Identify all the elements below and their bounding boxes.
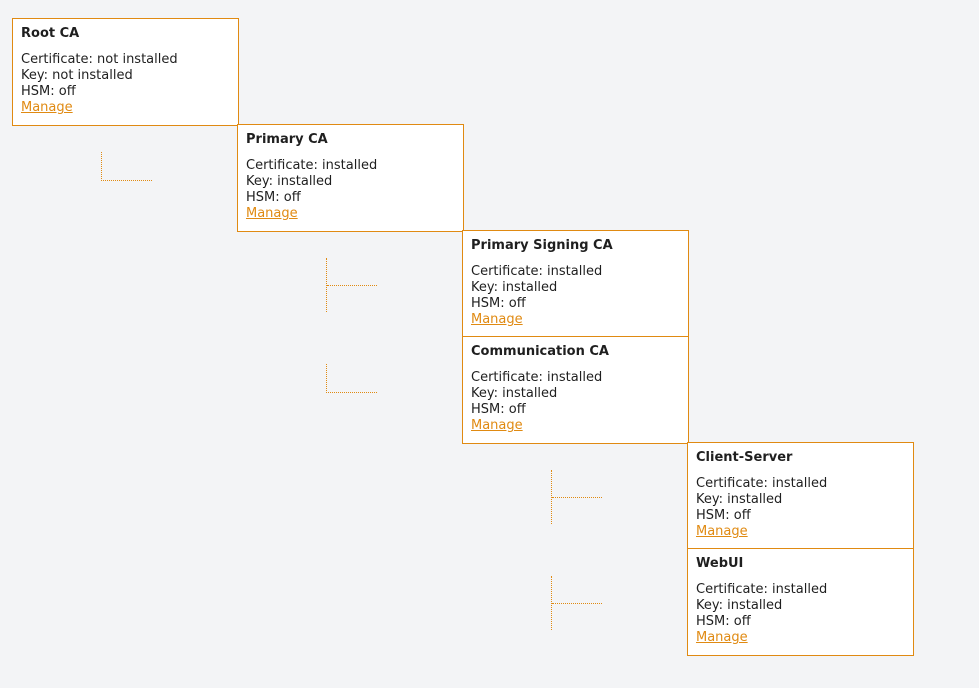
certificate-card-root-ca: Root CA Certificate: not installed Key: … <box>12 18 239 126</box>
certificate-card-communication-ca: Communication CA Certificate: installed … <box>462 336 689 444</box>
manage-link-communication-ca[interactable]: Manage <box>471 418 523 433</box>
manage-link-webui[interactable]: Manage <box>696 630 748 645</box>
key-status: Key: not installed <box>21 68 133 83</box>
tree-connector <box>101 152 152 181</box>
hsm-status: HSM: off <box>696 508 751 523</box>
manage-link-primary-ca[interactable]: Manage <box>246 206 298 221</box>
key-status: Key: installed <box>696 598 783 613</box>
key-status: Key: installed <box>471 280 558 295</box>
manage-link-root-ca[interactable]: Manage <box>21 100 73 115</box>
tree-connector <box>326 364 377 393</box>
certificate-status: Certificate: installed <box>471 264 603 279</box>
certificate-status: Certificate: installed <box>471 370 603 385</box>
certificate-title: WebUI <box>696 556 744 571</box>
hsm-status: HSM: off <box>246 190 301 205</box>
certificate-title: Communication CA <box>471 344 609 359</box>
hsm-status: HSM: off <box>471 296 526 311</box>
tree-connector <box>551 576 602 630</box>
certificate-status: Certificate: not installed <box>21 52 178 67</box>
certificate-card-webui: WebUI Certificate: installed Key: instal… <box>687 548 914 656</box>
key-status: Key: installed <box>696 492 783 507</box>
certificate-title: Primary CA <box>246 132 328 147</box>
certificate-card-primary-signing-ca: Primary Signing CA Certificate: installe… <box>462 230 689 338</box>
manage-link-client-server[interactable]: Manage <box>696 524 748 539</box>
hsm-status: HSM: off <box>471 402 526 417</box>
key-status: Key: installed <box>246 174 333 189</box>
certificate-title: Root CA <box>21 26 80 41</box>
hsm-status: HSM: off <box>21 84 76 99</box>
certificate-status: Certificate: installed <box>246 158 378 173</box>
hsm-status: HSM: off <box>696 614 751 629</box>
certificate-status: Certificate: installed <box>696 582 828 597</box>
tree-connector <box>326 258 377 312</box>
certificate-card-client-server: Client-Server Certificate: installed Key… <box>687 442 914 550</box>
certificate-title: Client-Server <box>696 450 793 465</box>
certificate-card-primary-ca: Primary CA Certificate: installed Key: i… <box>237 124 464 232</box>
manage-link-primary-signing-ca[interactable]: Manage <box>471 312 523 327</box>
tree-connector <box>551 470 602 524</box>
certificate-status: Certificate: installed <box>696 476 828 491</box>
key-status: Key: installed <box>471 386 558 401</box>
certificate-title: Primary Signing CA <box>471 238 613 253</box>
